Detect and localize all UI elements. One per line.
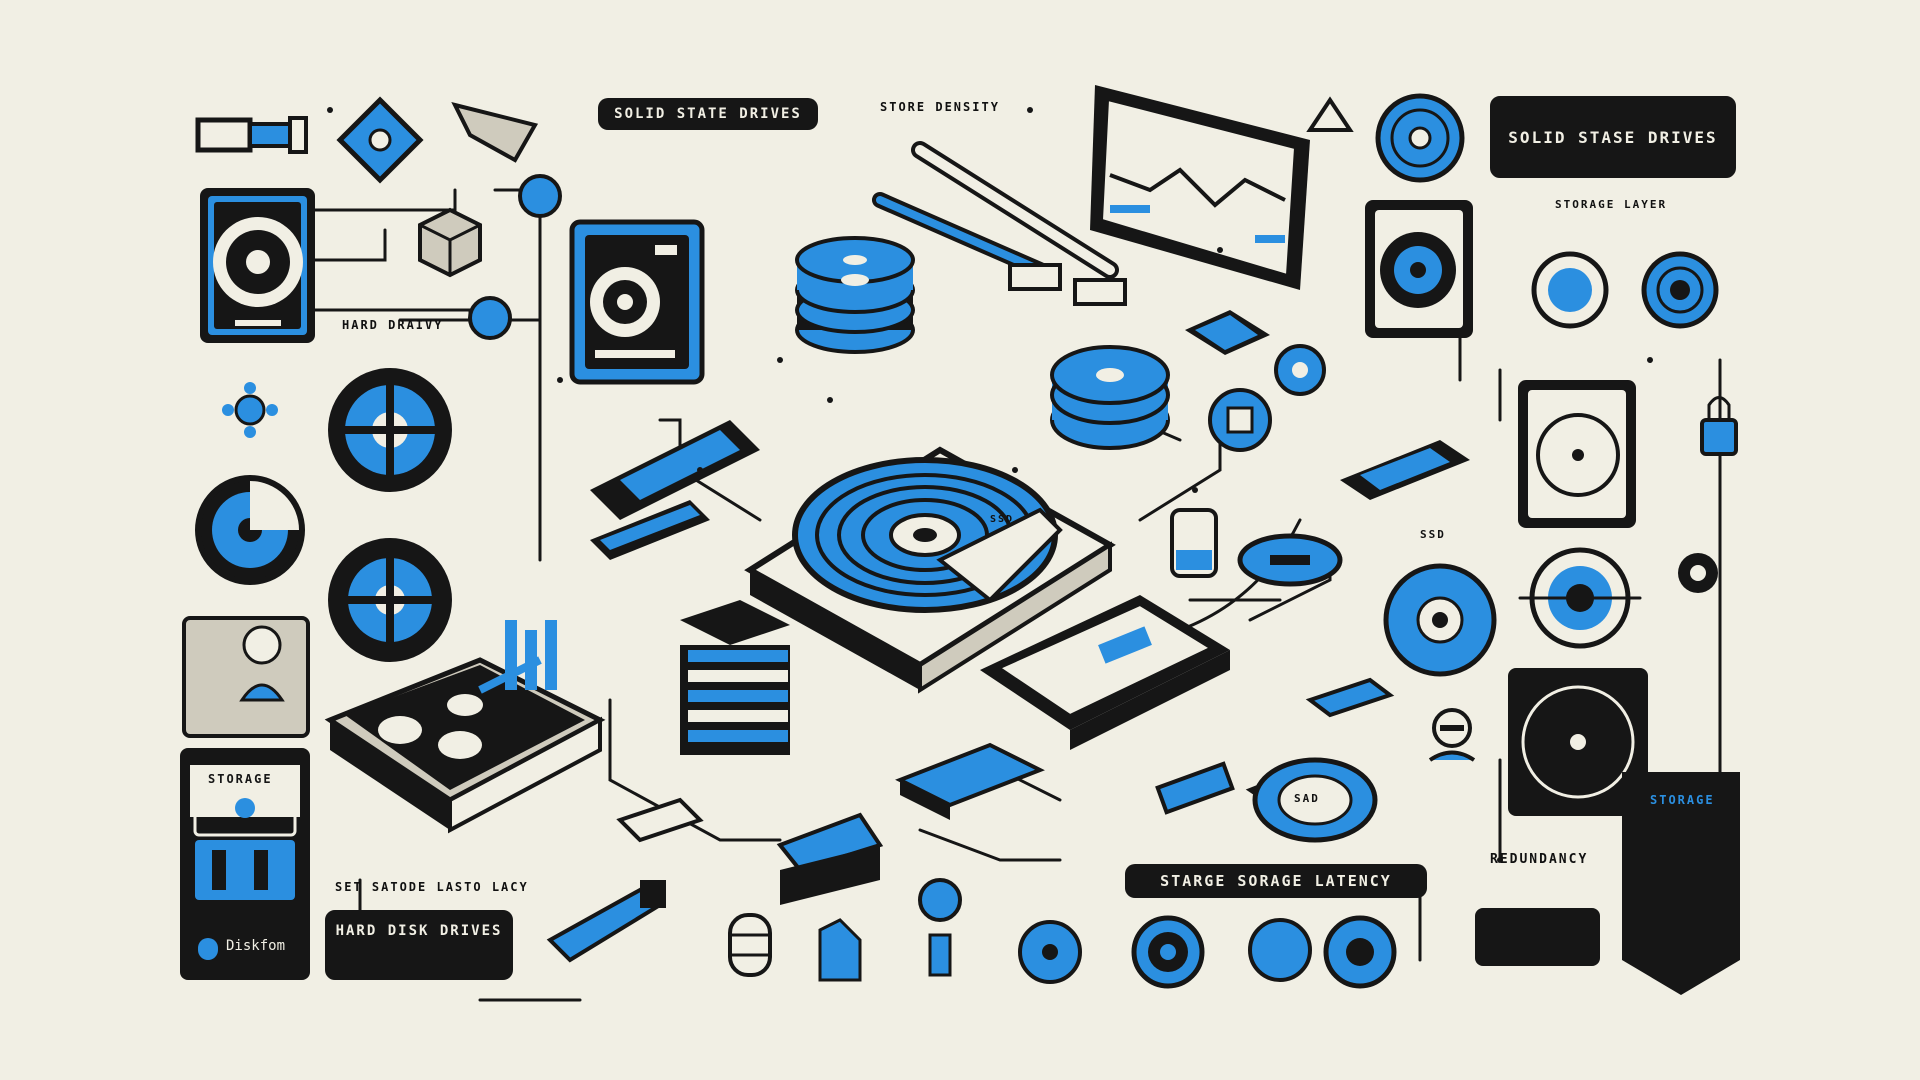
- blue-node-icons: [468, 174, 1326, 922]
- disc-badge-icon: [1237, 533, 1343, 587]
- sata-cable-icon: [872, 141, 1127, 306]
- hdd-open-center: [744, 446, 1116, 694]
- m2-ssd-stick: [590, 420, 760, 560]
- label-solid-state-drives-right: SOLID STASE DRIVES: [1490, 96, 1736, 178]
- label-redundancy: REDUNDANCY: [1490, 852, 1589, 867]
- label-redundancy-box: [1475, 908, 1600, 966]
- disc-pair-right: [1531, 251, 1719, 329]
- monitor-chart-icon: [1090, 85, 1310, 290]
- disc-large-icon: [1383, 563, 1497, 677]
- label-hard-disk-drives: HARD DISK DRIVES: [325, 910, 513, 980]
- label-storage-panel: STORAGE: [208, 772, 273, 786]
- hdd-panel-right-top: [1365, 200, 1473, 338]
- cube-icon: [418, 207, 482, 278]
- hdd-panel-left: [200, 188, 315, 343]
- user-card-icon: [182, 616, 310, 738]
- person-avatar-icon: [1428, 708, 1476, 762]
- bottom-device-group: [546, 742, 1378, 963]
- bottom-icon-row: [728, 913, 1397, 989]
- arrow-shape-icon: [451, 102, 539, 163]
- label-ssd-chip: SSD: [1420, 528, 1446, 541]
- hdd-open-left: [324, 620, 606, 834]
- label-storage-layer: STORAGE LAYER: [1555, 198, 1668, 211]
- storage-shield-panel: [1622, 772, 1740, 995]
- cpu-chip-icon: [1185, 310, 1270, 355]
- label-hard-drive-small: HARD DRAIVY: [342, 318, 444, 332]
- optical-disc-icon: [1375, 93, 1465, 183]
- disk-stack-icon: [795, 236, 915, 354]
- usb-drive-icon: [195, 116, 308, 154]
- label-storage-shield: STORAGE: [1650, 793, 1715, 807]
- dial-icons-left: [195, 368, 452, 662]
- label-solid-state-drives-top: SOLID STATE DRIVES: [598, 98, 818, 130]
- label-set-storage-latency: SET SATODE LASTO LACY: [335, 880, 529, 894]
- chip-diamond-icon: [336, 96, 424, 184]
- label-storage-density: STORE DENSITY: [880, 100, 1000, 114]
- target-disc-icon: [1518, 547, 1642, 649]
- server-stack-icon: [680, 600, 790, 755]
- label-brand: Diskfom: [226, 938, 286, 954]
- label-storage-latency: STARGE SORAGE LATENCY: [1125, 864, 1427, 898]
- label-sad-badge: SAD: [1294, 792, 1320, 805]
- warning-triangle-icon: [1306, 96, 1354, 132]
- decorative-sparkles: [327, 107, 1653, 883]
- ssd-card-blue: [569, 219, 705, 385]
- ssd-device-black: [980, 595, 1230, 750]
- storage-side-panel: [180, 748, 310, 980]
- ssd-small-right: [1305, 440, 1470, 718]
- gear-icon: [1678, 553, 1718, 593]
- hdd-panel-right-bottom: [1508, 668, 1648, 816]
- lock-icon: [1700, 396, 1738, 456]
- brand-logo-icon: [198, 938, 218, 958]
- platter-stack-icon: [1050, 345, 1170, 450]
- jar-icon: [1170, 508, 1218, 578]
- label-ssd-tag: SSD: [990, 514, 1015, 525]
- hdd-panel-right-mid: [1518, 380, 1636, 528]
- network-node-icon: [222, 382, 278, 438]
